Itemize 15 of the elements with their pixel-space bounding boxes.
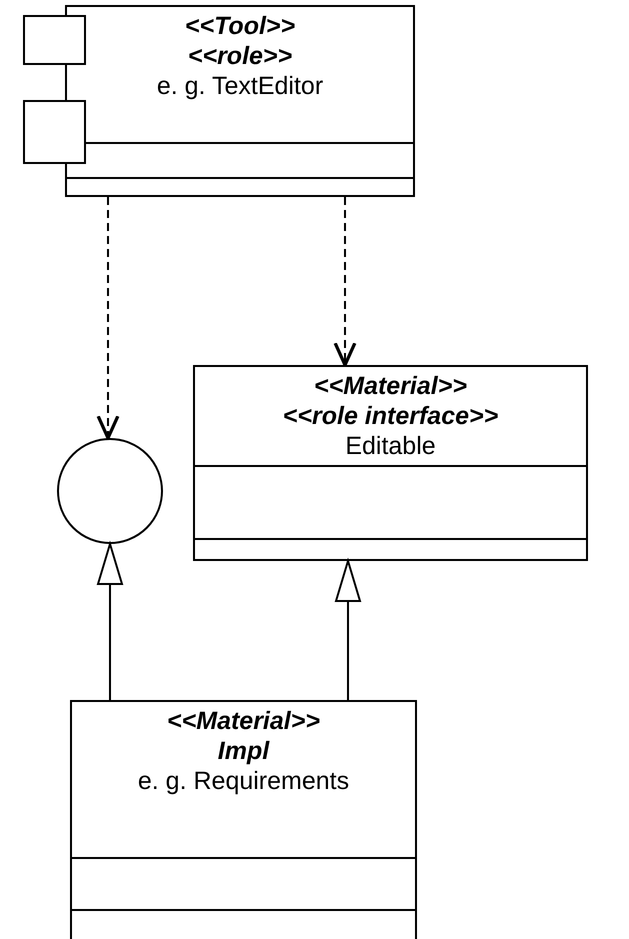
stereotype-text: <<Material>> [167,706,320,736]
class-name: Editable [345,431,436,461]
stereotype-text: <<role>> [188,41,292,71]
class-name: e. g. TextEditor [156,71,324,101]
class-box [70,700,417,939]
dependency-arrow [334,197,356,367]
dependency-arrow [96,197,120,440]
stereotype-text: <<Material>> [314,371,467,401]
class-box [193,365,588,561]
stereotype-text: <<role interface>> [282,401,498,431]
realization-arrow [97,543,123,700]
class-name: e. g. Requirements [138,766,350,796]
realization-arrow [335,560,361,700]
stereotype-text: <<Tool>> [184,11,296,41]
stereotype-text: Impl [218,736,270,766]
